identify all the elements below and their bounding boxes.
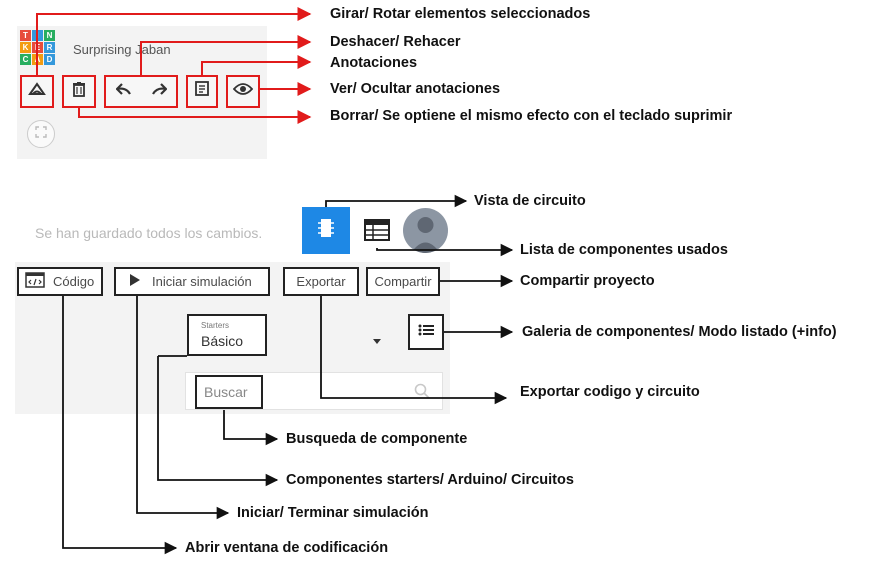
fit-view-icon — [35, 125, 47, 143]
arrow-circuit-view — [325, 194, 468, 208]
eye-icon — [232, 82, 254, 101]
redo-icon[interactable] — [151, 82, 168, 101]
callout-show-hide-notes: Ver/ Ocultar anotaciones — [330, 81, 501, 97]
arrow-code — [62, 296, 178, 555]
share-button[interactable]: Compartir — [366, 267, 440, 296]
logo-cell: R — [44, 42, 55, 53]
callout-share-project: Compartir proyecto — [520, 273, 655, 289]
share-label: Compartir — [374, 274, 432, 289]
search-frame — [195, 375, 263, 409]
callout-open-code-window: Abrir ventana de codificación — [185, 540, 389, 556]
chevron-down-icon — [373, 331, 381, 349]
play-icon — [130, 274, 140, 289]
arrow-export — [320, 296, 508, 405]
callout-search-component: Busqueda de componente — [286, 431, 468, 447]
start-simulation-button[interactable]: Iniciar simulación — [114, 267, 270, 296]
callout-circuit-view: Vista de circuito — [474, 193, 586, 209]
arrow-starters — [157, 356, 279, 487]
logo-cell: C — [20, 54, 31, 65]
logo-cell: D — [44, 54, 55, 65]
starters-dropdown[interactable]: Starters Básico — [187, 314, 397, 356]
saved-status: Se han guardado todos los cambios. — [35, 225, 263, 241]
callout-export-code: Exportar codigo y circuito — [520, 384, 700, 400]
undo-icon[interactable] — [114, 82, 132, 101]
export-label: Exportar — [296, 274, 346, 289]
component-list-button[interactable] — [360, 216, 394, 248]
callout-rotate: Girar/ Rotar elementos seleccionados — [330, 6, 591, 22]
trash-icon — [73, 81, 85, 102]
starters-selected: Básico — [201, 333, 244, 349]
code-icon — [25, 272, 45, 291]
start-simulation-label: Iniciar simulación — [152, 274, 252, 289]
gallery-list-mode-button[interactable] — [408, 314, 444, 350]
arrow-undo-redo — [140, 35, 312, 75]
note-icon — [195, 81, 209, 102]
logo-cell: T — [20, 30, 31, 41]
rotate-icon — [28, 82, 46, 101]
starters-frame — [187, 314, 267, 356]
arrow-components-list — [376, 243, 514, 257]
code-button-label: Código — [53, 274, 95, 289]
arrow-delete — [78, 108, 312, 124]
search-field[interactable]: Buscar — [185, 372, 443, 410]
export-button[interactable]: Exportar — [283, 267, 359, 296]
search-input: Buscar — [204, 384, 248, 400]
notes-button[interactable] — [186, 75, 218, 108]
callout-start-stop-sim: Iniciar/ Terminar simulación — [237, 505, 429, 521]
undo-redo-group — [104, 75, 178, 108]
code-button[interactable]: Código — [17, 267, 103, 296]
toggle-notes-button[interactable] — [226, 75, 260, 108]
rotate-button[interactable] — [20, 75, 54, 108]
chip-icon — [317, 216, 335, 245]
table-icon — [364, 218, 390, 246]
arrow-rotate — [36, 7, 312, 75]
callout-undo-redo: Deshacer/ Rehacer — [330, 34, 461, 50]
callout-components-list: Lista de componentes usados — [520, 242, 728, 258]
arrow-notes — [201, 55, 312, 75]
logo-cell: K — [20, 42, 31, 53]
list-icon — [418, 323, 434, 341]
arrow-search — [223, 410, 279, 446]
callout-notes: Anotaciones — [330, 55, 418, 71]
callout-gallery: Galeria de componentes/ Modo listado (+i… — [522, 324, 837, 340]
arrow-start-sim — [136, 296, 230, 520]
avatar[interactable] — [403, 208, 448, 253]
fit-view-button[interactable] — [27, 120, 55, 148]
starters-caption: Starters — [201, 321, 230, 330]
circuit-view-button[interactable] — [302, 207, 350, 254]
delete-button[interactable] — [62, 75, 96, 108]
callout-delete: Borrar/ Se optiene el mismo efecto con e… — [330, 108, 733, 124]
logo-cell: N — [44, 30, 55, 41]
project-name[interactable]: Surprising Jaban — [73, 42, 171, 57]
callout-starters-components: Componentes starters/ Arduino/ Circuitos — [286, 472, 574, 488]
